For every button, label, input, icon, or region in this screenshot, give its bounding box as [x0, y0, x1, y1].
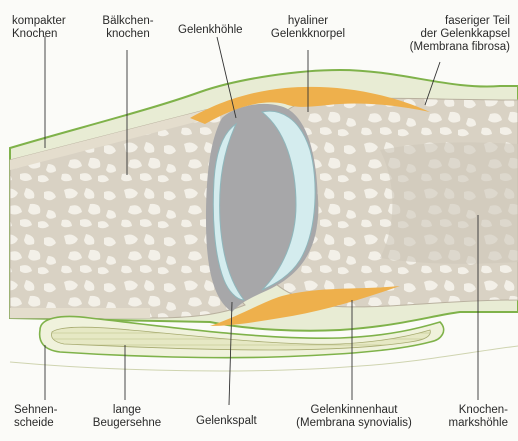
label-kompakter-knochen: kompakter Knochen	[12, 15, 66, 41]
label-gelenkinnenhaut: Gelenkinnenhaut (Membrana synovialis)	[292, 404, 416, 430]
label-knochenmarkshoehle: Knochen- markshöhle	[440, 404, 508, 430]
label-gelenkkapsel: faseriger Teil der Gelenkkapsel (Membran…	[388, 15, 510, 54]
label-beugersehne: lange Beugersehne	[90, 404, 164, 430]
label-gelenkhoehle: Gelenkhöhle	[178, 24, 243, 37]
label-gelenkspalt: Gelenkspalt	[196, 415, 257, 428]
label-baelkchenknochen: Bälkchen- knochen	[96, 15, 160, 41]
label-sehnenscheide: Sehnen- scheide	[14, 404, 57, 430]
marrow-cavity	[380, 142, 518, 263]
label-hyaliner-gelenkknorpel: hyaliner Gelenkknorpel	[266, 15, 350, 41]
